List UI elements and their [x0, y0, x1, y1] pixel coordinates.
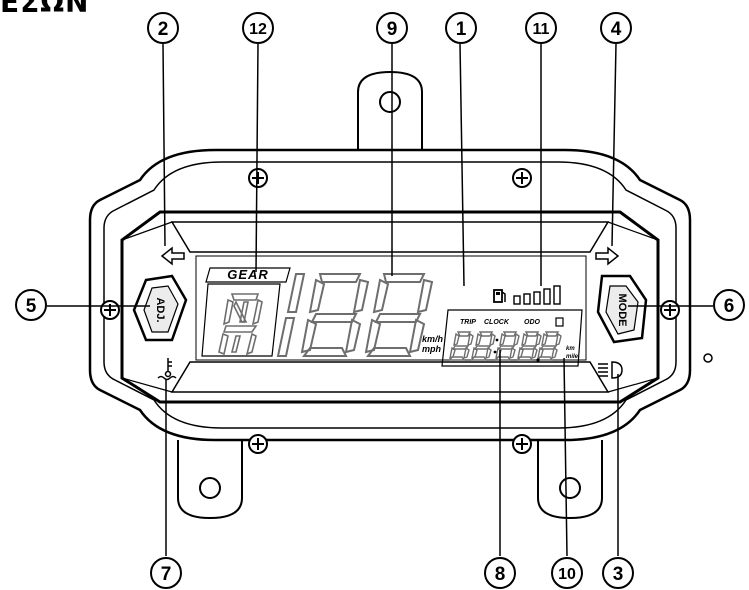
speed-unit-mph: mph: [422, 344, 442, 354]
leader-line-10: [563, 357, 568, 557]
leader-line-2: [162, 43, 166, 247]
dist-unit-mile: mile: [566, 354, 579, 360]
housing-inner-rim: [103, 161, 677, 429]
bezel-line: [607, 221, 659, 241]
gear-label: GEAR: [227, 267, 269, 282]
clock-label: CLOCK: [484, 319, 510, 326]
gear-digit: [218, 293, 263, 356]
callout-6: 6: [713, 289, 745, 321]
svg-text:9: 9: [387, 19, 398, 40]
svg-text:8: 8: [495, 564, 506, 585]
callout-12: 12: [242, 12, 274, 44]
brand-text: ΕΣΩΝ: [0, 0, 90, 19]
leader-line-4: [611, 43, 617, 247]
screw: [100, 300, 120, 320]
svg-text:10: 10: [558, 566, 576, 583]
callout-10: 10: [551, 557, 583, 589]
bezel-line: [607, 377, 659, 393]
fuel-bar: [543, 288, 551, 305]
leader-lines: [47, 43, 713, 557]
svg-text:6: 6: [724, 296, 735, 317]
speed-digit: [364, 273, 434, 357]
odo-decimal-point: [536, 358, 540, 362]
odo-digit: [536, 331, 562, 361]
odometer-digits: [448, 331, 562, 361]
svg-text:12: 12: [249, 21, 267, 38]
svg-text:5: 5: [26, 296, 37, 317]
screw: [512, 434, 532, 454]
odo-digit: [470, 331, 496, 361]
callout-3: 3: [602, 557, 634, 589]
bottom-left-mount-hole: [199, 477, 221, 499]
screw: [248, 168, 268, 188]
leader-line-12: [255, 43, 259, 273]
odo-label: ODO: [524, 319, 541, 326]
odo-colon-dot: [493, 350, 497, 354]
top-mount-hole: [379, 91, 401, 113]
callouts: 1 2 3 4 5 6 7 8 9 10 11 12: [15, 12, 745, 589]
screw: [248, 434, 268, 454]
callout-11: 11: [525, 12, 557, 44]
fuel-level-bars: [513, 285, 561, 305]
mode-button[interactable]: MODE: [596, 274, 648, 344]
screw: [660, 300, 680, 320]
coolant-temperature-icon: [157, 358, 177, 381]
right-turn-signal-icon: [595, 246, 620, 266]
trip-label: TRIP: [460, 319, 476, 326]
odo-colon-dot: [495, 338, 499, 342]
bezel-line: [121, 221, 173, 241]
fuel-bar: [513, 295, 521, 305]
fuel-bar: [553, 285, 561, 305]
fuel-bar: [533, 291, 541, 305]
callout-7: 7: [150, 557, 182, 589]
callout-4: 4: [600, 12, 632, 44]
svg-text:4: 4: [611, 19, 622, 40]
callout-2: 2: [147, 12, 179, 44]
mode-button-label: MODE: [616, 294, 628, 327]
odo-digit: [516, 331, 542, 361]
odo-digit: [448, 331, 474, 361]
dist-unit-km: km: [566, 346, 575, 352]
fuel-pump-icon: [493, 289, 506, 303]
leader-line-1: [459, 43, 465, 287]
bezel-line: [121, 377, 173, 393]
gear-label-frame: [205, 267, 291, 283]
svg-text:2: 2: [158, 19, 169, 40]
callout-8: 8: [484, 557, 516, 589]
callout-5: 5: [15, 289, 47, 321]
svg-text:7: 7: [161, 564, 172, 585]
speed-unit-kmh: km/h: [422, 334, 444, 344]
fuel-bar: [523, 293, 531, 305]
speed-digit-one: [286, 273, 306, 313]
odo-digit: [494, 331, 520, 361]
svg-text:11: 11: [533, 21, 550, 38]
speed-digit-one: [276, 317, 296, 357]
service-indicator-icon: [555, 317, 564, 327]
left-turn-signal-icon: [160, 246, 185, 266]
svg-text:3: 3: [613, 564, 624, 585]
screw: [512, 168, 532, 188]
high-beam-icon: [598, 361, 623, 379]
trip-panel-frame: [441, 309, 583, 367]
adj-button[interactable]: ADJ.: [132, 274, 188, 342]
callout-9: 9: [376, 12, 408, 44]
speed-digit: [300, 273, 370, 357]
bottom-right-mount-hole: [559, 477, 581, 499]
right-side-hole: [703, 353, 713, 363]
svg-text:1: 1: [456, 19, 467, 40]
callout-1: 1: [445, 12, 477, 44]
adj-button-label: ADJ.: [154, 297, 166, 322]
speed-digits: [276, 273, 434, 357]
